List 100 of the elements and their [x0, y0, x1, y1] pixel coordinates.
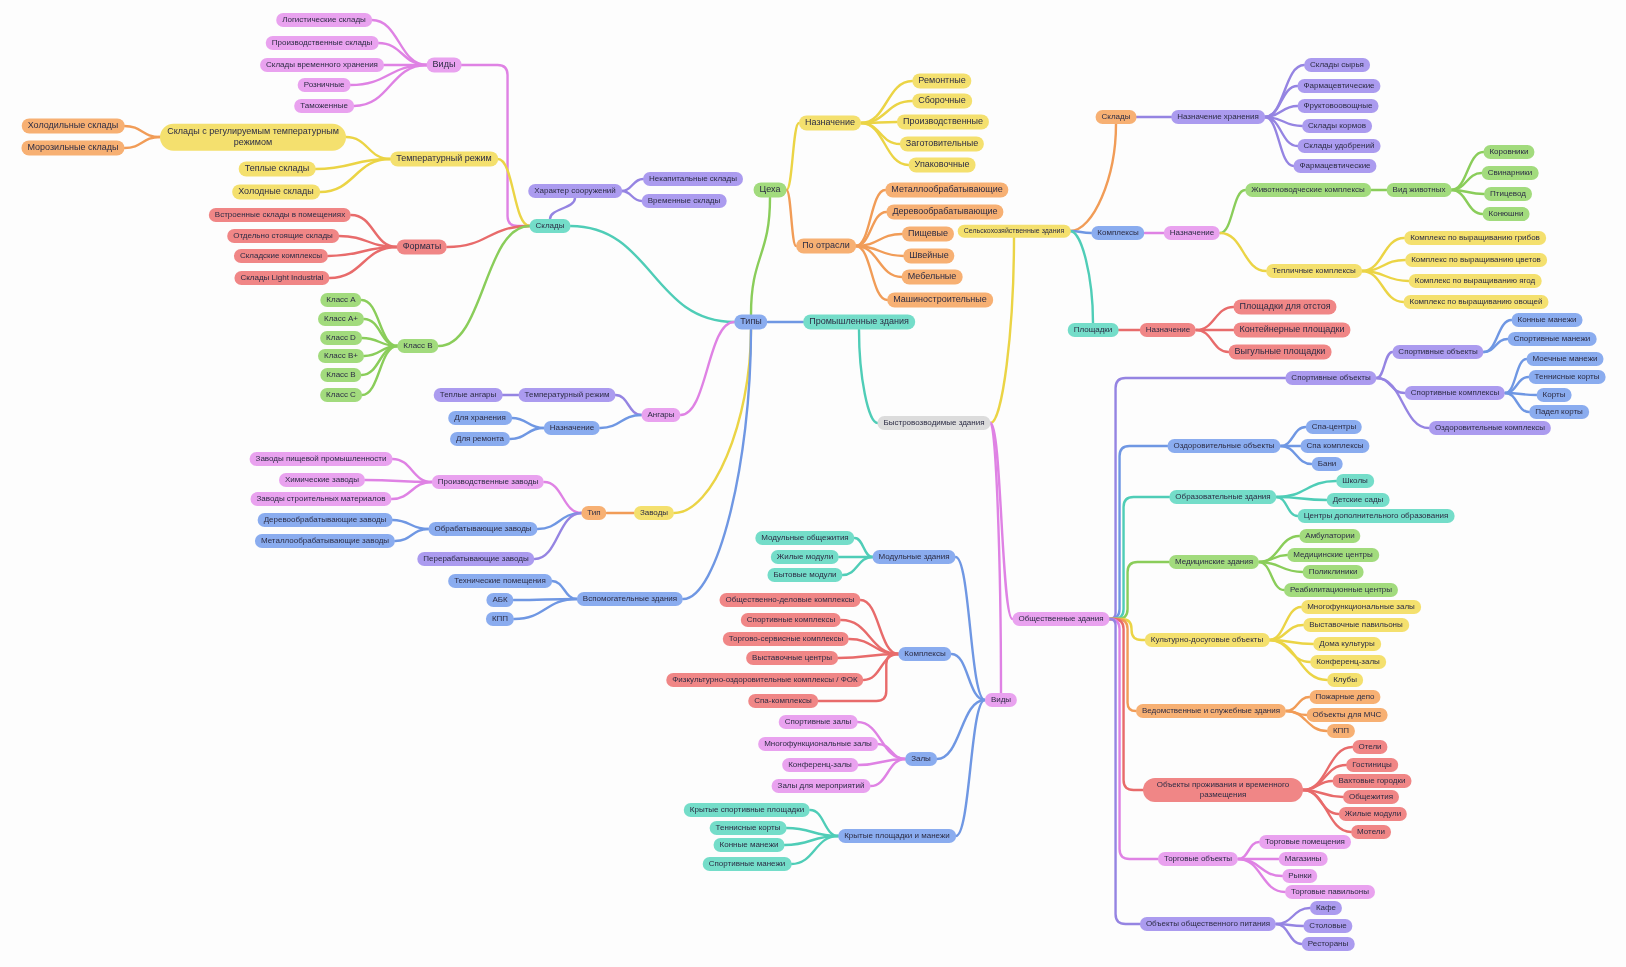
topic-pill: Жилые модули [770, 550, 840, 564]
topic-pill: Склады [1095, 110, 1137, 124]
branch-line [841, 555, 874, 577]
topic-pill: Тип [581, 506, 607, 520]
topic-pill: Выставочные центры [746, 651, 838, 665]
branch-line [1375, 376, 1431, 430]
topic-pill: Характер сооружений [528, 184, 622, 198]
topic-pill: Животноводческие комплексы [1245, 183, 1371, 197]
topic-pill: Спортивные манежи [702, 857, 792, 871]
topic-pill: Спортивные объекты [1285, 371, 1377, 385]
topic-pill: Культурно-досуговые объекты [1144, 633, 1270, 647]
topic-pill: Комплекс по выращиванию овощей [1403, 295, 1549, 309]
topic-pill: Класс D [320, 331, 362, 345]
branch-line [393, 527, 430, 543]
topic-pill: Жилые модули [1338, 807, 1408, 821]
branch-line [790, 834, 840, 866]
topic-pill: Торговые объекты [1157, 852, 1239, 866]
topic-pill: Конные манежи [713, 838, 785, 852]
branch-line [352, 63, 428, 108]
branch-line [1450, 188, 1484, 216]
branch-line [614, 393, 643, 417]
topic-pill: Металлообрабатывающие заводы [254, 534, 396, 548]
topic-pill: Многофункциональные залы [758, 737, 878, 751]
branch-line [853, 536, 874, 559]
topic-pill: Металлообрабатывающие [885, 182, 1009, 198]
branch-line [1482, 337, 1509, 354]
topic-pill: Промышленные здания [803, 314, 915, 330]
topic-pill: Перерабатывающие заводы [417, 552, 535, 566]
topic-pill: Тепличные комплексы [1266, 264, 1362, 278]
topic-pill: Температурный режим [518, 388, 616, 402]
topic-pill: Оздоровительные объекты [1167, 439, 1281, 453]
topic-pill: Общественно-деловые комплексы [719, 593, 861, 607]
branch-line [1069, 122, 1118, 233]
topic-pill: Спортивные комплексы [1404, 386, 1506, 400]
topic-pill: Мебельные [901, 269, 963, 285]
branch-line [508, 426, 545, 441]
branch-line [1504, 375, 1530, 395]
topic-pill: Морозильные склады [21, 140, 125, 156]
topic-pill: Моечные манежи [1526, 352, 1604, 366]
topic-pill: Корты [1536, 388, 1572, 402]
topic-pill: Назначение [543, 421, 601, 435]
topic-pill: Спортивные залы [778, 715, 858, 729]
branch-line [1279, 425, 1307, 448]
branch-line [1236, 857, 1287, 894]
topic-pill: Заводы строительных материалов [250, 492, 392, 506]
topic-pill: Класс А [320, 293, 362, 307]
topic-pill: Кафе [1309, 901, 1343, 915]
topic-pill: Залы [905, 752, 937, 766]
branch-line [766, 320, 805, 324]
topic-pill: Комплекс по выращиванию грибов [1404, 231, 1546, 245]
root-topic: Типы [734, 314, 768, 330]
branch-line [1117, 328, 1141, 332]
topic-pill: Теплые склады [238, 161, 316, 177]
topic-pill: Дома культуры [1313, 637, 1381, 651]
topic-pill: Фармацевтические [1297, 79, 1381, 93]
topic-pill: Производственные склады [265, 36, 379, 50]
topic-pill: Пищевые [901, 226, 955, 242]
topic-pill: Холодные склады [232, 184, 320, 200]
branch-line [1450, 171, 1483, 192]
topic-pill: Выставочные павильоны [1303, 618, 1409, 632]
topic-pill: КПП [1326, 724, 1356, 738]
topic-pill: Коровники [1483, 145, 1535, 159]
topic-pill: Крытые спортивные площадки [683, 803, 811, 817]
topic-pill: Площадки для отстоя [1233, 299, 1337, 315]
branch-line [1274, 922, 1303, 946]
topic-pill: Образовательные здания [1169, 490, 1277, 504]
branch-line [496, 157, 531, 228]
topic-pill: Склады временного хранения [260, 58, 384, 72]
branch-line [1143, 231, 1165, 235]
topic-pill: Торговые павильоны [1285, 885, 1375, 899]
branch-line [1275, 495, 1299, 518]
branch-line [869, 757, 907, 788]
topic-pill: Склады удобрений [1297, 139, 1381, 153]
topic-pill: Спортивные манежи [1507, 332, 1597, 346]
branch-line [1257, 560, 1286, 592]
topic-pill: По отрасли [796, 238, 856, 254]
branch-line [1375, 350, 1394, 380]
topic-pill: Падел корты [1529, 405, 1589, 419]
topic-pill: Вид животных [1386, 183, 1452, 197]
branch-line [1268, 638, 1329, 682]
topic-pill: Ангары [641, 408, 681, 422]
topic-pill: Столовые [1303, 919, 1353, 933]
branch-line [749, 196, 772, 316]
branch-line [1219, 231, 1268, 273]
topic-pill: Свинарники [1481, 166, 1539, 180]
topic-pill: Залы для мероприятий [771, 779, 871, 793]
topic-pill: Контейнерные площадки [1233, 322, 1351, 338]
topic-pill: Назначение [1163, 226, 1221, 240]
branch-line [533, 511, 583, 561]
topic-pill: Складские комплексы [233, 249, 329, 263]
topic-pill: АБК [486, 593, 514, 607]
topic-pill: Фармацевтические [1293, 159, 1377, 173]
topic-pill: Амбулатории [1299, 529, 1361, 543]
topic-pill: Комплекс по выращиванию ягод [1408, 274, 1542, 288]
branch-line [859, 598, 900, 656]
topic-pill: Ремонтные [912, 73, 972, 89]
branch-line [328, 245, 398, 280]
topic-pill: Назначение [1139, 323, 1197, 337]
topic-pill: Комплекс по выращиванию цветов [1405, 253, 1547, 267]
branch-line [620, 189, 643, 203]
